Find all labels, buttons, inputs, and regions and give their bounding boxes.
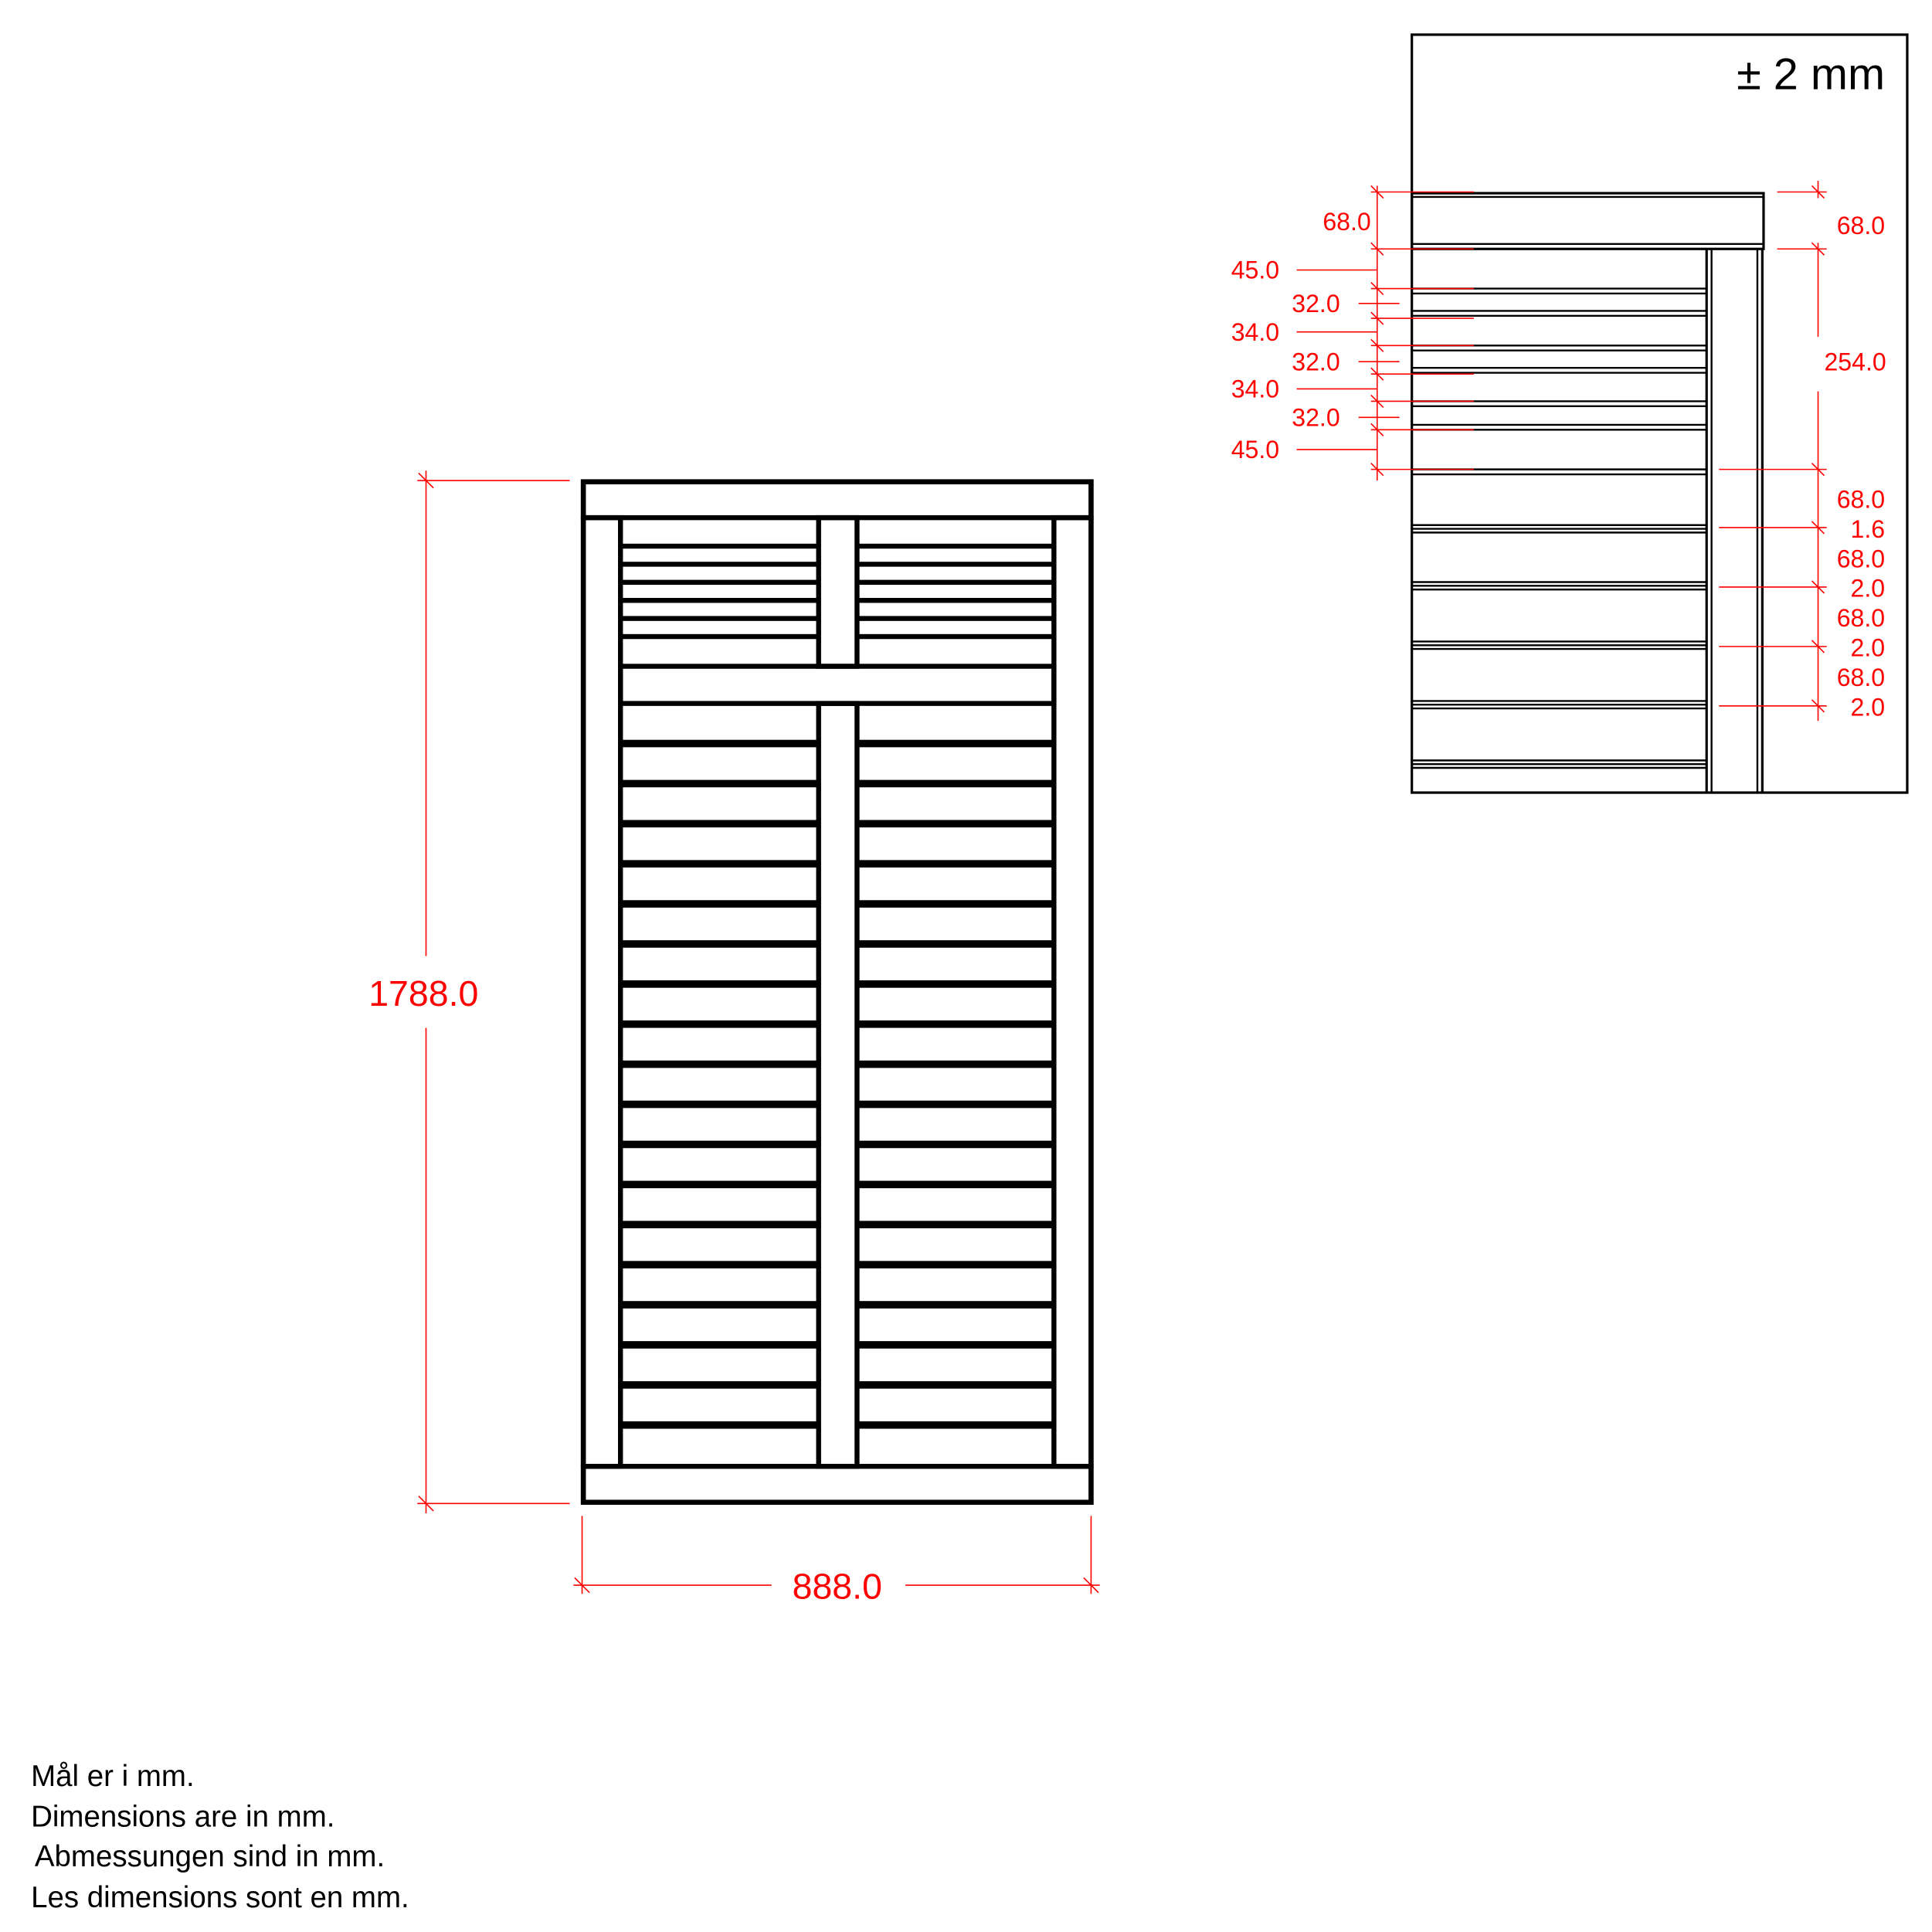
lower-louver: [857, 1020, 1054, 1028]
lower-louver: [857, 1261, 1054, 1268]
detail-left-dim-label: 34.0: [1231, 375, 1279, 403]
tolerance-label: ± 2 mm: [1737, 49, 1885, 99]
lower-louver: [620, 1221, 819, 1229]
detail-left-dim-label: 45.0: [1231, 256, 1279, 284]
upper-louver: [620, 616, 819, 621]
upper-louver: [857, 562, 1054, 567]
upper-louver: [620, 598, 819, 603]
lower-louver: [620, 1261, 819, 1268]
detail-left-dim-label: 32.0: [1292, 348, 1339, 375]
lower-louver: [857, 779, 1054, 788]
detail-right-dim-label: 68.0: [1837, 545, 1885, 572]
detail-right-dim-label: 68.0: [1837, 485, 1885, 513]
detail-right-dim-label: 254.0: [1824, 348, 1886, 375]
lower-louver: [857, 860, 1054, 868]
lower-louver: [620, 980, 819, 988]
upper-louver: [620, 633, 819, 640]
upper-louver: [857, 616, 1054, 621]
upper-louver: [620, 562, 819, 567]
lower-louver: [620, 1140, 819, 1149]
lower-louver: [620, 1301, 819, 1309]
lower-louver: [857, 1180, 1054, 1189]
height-dimension: 1788.0: [368, 470, 570, 1514]
upper-louver: [857, 543, 1054, 549]
lower-louver: [857, 1341, 1054, 1349]
lower-louver: [857, 1060, 1054, 1068]
detail-top-rail: [1411, 192, 1765, 250]
middle-rail: [617, 664, 1057, 706]
note-norwegian: Mål er i mm.: [31, 1760, 195, 1793]
upper-louver: [620, 543, 819, 549]
width-label: 888.0: [793, 1567, 882, 1607]
detail-slats: [1411, 287, 1707, 769]
lower-louver: [620, 1380, 819, 1389]
detail-left-dim-label: 45.0: [1231, 436, 1279, 463]
lower-louver: [620, 860, 819, 868]
lower-louver: [857, 940, 1054, 948]
main-view-door: [580, 479, 1094, 1505]
lower-louver: [857, 900, 1054, 908]
left-stile: [580, 514, 623, 1469]
upper-louver: [857, 579, 1054, 586]
detail-view: ± 2 mm 68.045.032.034.032.034.032.045.06…: [1231, 33, 1909, 794]
lower-louver: [857, 820, 1054, 828]
detail-right-dim-label: 68.0: [1837, 212, 1885, 239]
note-english: Dimensions are in mm.: [31, 1801, 334, 1834]
lower-louver: [620, 1100, 819, 1109]
lower-louver: [857, 1380, 1054, 1389]
detail-right-dim-label: 2.0: [1851, 575, 1886, 603]
upper-louver: [857, 633, 1054, 640]
lower-louver: [620, 1060, 819, 1068]
detail-left-dim-label: 32.0: [1292, 404, 1339, 432]
lower-louver: [620, 1341, 819, 1349]
detail-left-dim-label: 32.0: [1292, 290, 1339, 317]
height-label: 1788.0: [368, 973, 478, 1014]
lower-louver: [620, 1421, 819, 1429]
right-stile: [1051, 514, 1094, 1469]
lower-louver: [857, 739, 1054, 748]
detail-right-dim-label: 1.6: [1851, 515, 1886, 543]
lower-louver: [620, 820, 819, 828]
detail-right-dim-label: 2.0: [1851, 694, 1886, 722]
lower-louver: [620, 1180, 819, 1189]
note-german: Abmessungen sind in mm.: [35, 1840, 385, 1873]
detail-frame: [1411, 33, 1909, 794]
bottom-rail: [580, 1463, 1094, 1505]
lower-mullion: [816, 701, 860, 1469]
lower-louver: [857, 1221, 1054, 1229]
upper-louver: [857, 598, 1054, 603]
detail-right-dim-label: 68.0: [1837, 664, 1885, 691]
lower-louver: [857, 980, 1054, 988]
note-french: Les dimensions sont en mm.: [31, 1881, 409, 1914]
lower-louver: [620, 1020, 819, 1028]
lower-louver: [857, 1301, 1054, 1309]
upper-mullion: [816, 514, 860, 669]
detail-right-dim-label: 2.0: [1851, 634, 1886, 662]
width-dimension: 888.0: [573, 1516, 1100, 1607]
top-rail: [580, 479, 1094, 521]
notes: Mål er i mm. Dimensions are in mm. Abmes…: [31, 1760, 409, 1914]
upper-louver: [620, 579, 819, 586]
lower-louver: [857, 1421, 1054, 1429]
detail-left-dim-label: 34.0: [1231, 318, 1279, 346]
lower-louver: [620, 779, 819, 788]
lower-louver: [620, 739, 819, 748]
lower-louver: [857, 1140, 1054, 1149]
lower-louver: [857, 1100, 1054, 1109]
detail-right-dim-label: 68.0: [1837, 604, 1885, 632]
lower-louver: [620, 940, 819, 948]
detail-left-dim-label: 68.0: [1323, 208, 1370, 236]
detail-dimensions: 68.0 45.0 32.0 34.0 32.0 34.0 32.0 45.0 68.0 254.…: [1231, 181, 1886, 722]
louvers: [620, 543, 1054, 1429]
lower-louver: [620, 900, 819, 908]
